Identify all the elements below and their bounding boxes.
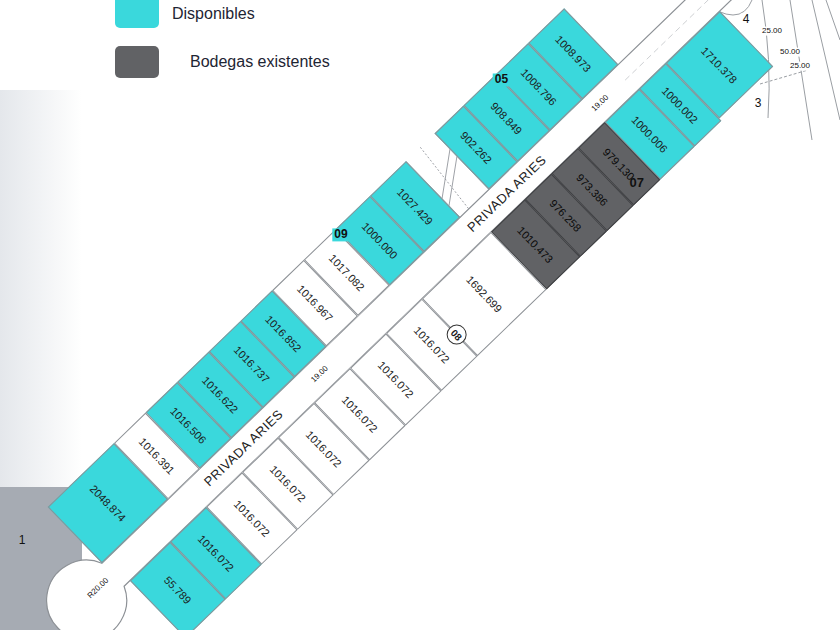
- dimension: 50.00: [778, 48, 802, 57]
- legend-text: Disponibles: [172, 5, 255, 23]
- lot-area: 2048.874: [88, 483, 129, 524]
- lot-area: 1016.622: [200, 374, 241, 415]
- lot-area: 1008.796: [519, 66, 560, 107]
- lot-area: 1016.506: [168, 405, 209, 446]
- lot-area: 1016.737: [231, 344, 272, 385]
- lot-area: 1016.072: [268, 463, 309, 504]
- lot-area: 902.262: [458, 129, 494, 166]
- lot-area: 1000.006: [629, 114, 670, 155]
- lot-area: 1016.072: [304, 428, 345, 469]
- lot-area: 55.789: [162, 574, 194, 607]
- lot-area: 1016.072: [196, 532, 237, 573]
- lot-area: 1016.072: [232, 498, 273, 539]
- point-number: 3: [753, 97, 764, 110]
- lot-area: 908.849: [489, 100, 525, 137]
- legend-swatch: [115, 46, 159, 78]
- dimension: 25.00: [788, 62, 812, 71]
- road-surface: [30, 0, 787, 630]
- lot-area: 1016.391: [137, 435, 178, 476]
- lot-area: 1016.852: [263, 313, 304, 354]
- block-number: 05: [493, 73, 510, 86]
- lot-area: 1710.378: [699, 44, 740, 85]
- point-number: 4: [741, 13, 752, 26]
- lot-area: 1008.973: [553, 33, 594, 74]
- lot-area: 1010.473: [515, 224, 556, 265]
- lot-area: 1017.082: [326, 252, 367, 293]
- lot-area: 1692.699: [464, 273, 505, 314]
- lot-area: 1000.000: [360, 220, 401, 261]
- lot-area: 1027.429: [395, 186, 436, 227]
- lot-area: 1016.967: [295, 282, 336, 323]
- block-number: 08: [449, 327, 465, 343]
- road-edge: [30, 0, 787, 630]
- point-number: 1: [19, 534, 26, 547]
- block-number: 07: [630, 176, 644, 190]
- dimension: 25.00: [760, 27, 784, 36]
- legend-swatch: [115, 0, 159, 28]
- lot-area: 1016.072: [340, 394, 381, 435]
- side-panel: [0, 90, 82, 487]
- block-number: 09: [332, 228, 349, 241]
- lot-area: 1016.072: [411, 324, 452, 365]
- lot-area: 1016.072: [375, 359, 416, 400]
- legend-text: Bodegas existentes: [190, 53, 330, 71]
